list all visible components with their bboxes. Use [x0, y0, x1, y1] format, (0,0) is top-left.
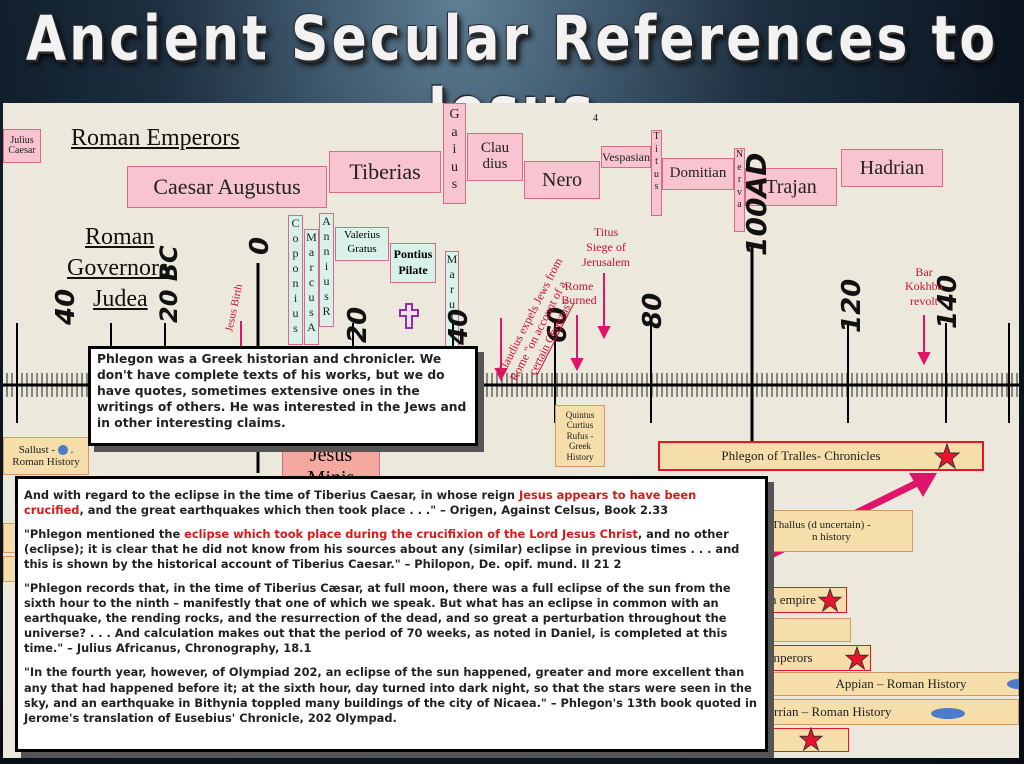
governor-valerius-line1: Valerius — [343, 229, 381, 241]
emperor-julius-line1: Julius — [10, 134, 34, 146]
emperor-augustus: Caesar Augustus — [127, 166, 327, 208]
thallus-line1: Thallus (d uncertain) - — [772, 519, 871, 531]
year-40: 40 — [444, 308, 474, 345]
phlegon-label: Phlegon of Tralles- Chronicles — [721, 448, 881, 463]
governor-pilate: Pontius Pilate — [390, 243, 436, 283]
event-titus-siege: Titus Siege of Jerusalem — [571, 225, 641, 270]
source-phlegon: Phlegon of Tralles- Chronicles — [658, 441, 984, 471]
quintus-line3: Rufus - — [566, 430, 594, 441]
emperor-claudius-line1: Clau — [480, 140, 510, 157]
governors-heading-2: Governors — [67, 255, 169, 281]
titus-siege-line3: Jerusalem — [582, 255, 630, 269]
star-icon — [844, 645, 870, 675]
sallust-line2: Roman History — [12, 456, 80, 468]
governor-valerius-line2: Gratus — [347, 243, 377, 256]
year-0: 0 — [245, 236, 275, 255]
quote-philopon: "Phlegon mentioned the eclipse which too… — [24, 527, 740, 572]
quintus-line1: Quintus — [565, 410, 595, 421]
year-20bc: 20 BC — [155, 245, 183, 323]
cross-icon — [398, 302, 420, 335]
emperor-vespasian: Vespasian — [601, 146, 651, 168]
governor-pilate-line2: Pilate — [398, 263, 428, 278]
year-40bc: 40 — [51, 288, 81, 325]
governor-coponius: C o p o n i u s — [288, 215, 303, 345]
titus-siege-line2: Siege of — [586, 240, 626, 254]
timeline-panel: Roman Emperors Roman Governors Judea Jul… — [3, 103, 1019, 758]
rome-burned-line1: Rome — [564, 279, 594, 293]
sallust-line1: Sallust - . — [18, 444, 74, 456]
source-quintus: Quintus Curtius Rufus - Greek History — [555, 405, 605, 467]
emperor-julius-line2: Caesar — [8, 145, 36, 156]
governor-annius: A n n i u s R — [319, 213, 334, 327]
star-icon — [933, 442, 961, 474]
bar-kokhba-line3: revolt — [910, 293, 938, 308]
titus-siege-line1: Titus — [593, 225, 619, 239]
year-20: 20 — [343, 306, 373, 343]
star-icon — [817, 587, 843, 617]
emperors-heading: Roman Emperors — [71, 125, 240, 151]
emperor-titus: T i t u s — [651, 130, 662, 216]
emperor-domitian: Domitian — [662, 158, 734, 190]
emperor-hadrian: Hadrian — [841, 149, 943, 187]
governor-valerius: Valerius Gratus — [335, 227, 389, 261]
rome-burned-line2: Burned — [561, 293, 597, 308]
jesus-ministry-line1: Jesus — [309, 444, 353, 466]
emperor-claudius-line2: dius — [482, 156, 508, 172]
year-80: 80 — [638, 292, 668, 329]
governor-pilate-line1: Pontius — [393, 247, 433, 261]
emperor-tiberias: Tiberias — [329, 151, 441, 193]
quintus-line5: History — [566, 451, 594, 462]
governor-marcus: M a r c u s A — [304, 229, 319, 345]
arrian-dot-icon — [931, 708, 965, 719]
source-blank — [763, 618, 851, 642]
sallust-dot-icon — [57, 445, 68, 456]
emperor-julius-caesar: Julius Caesar — [3, 129, 41, 163]
governors-heading-3: Judea — [93, 286, 148, 312]
phlegon-callout: Phlegon was a Greek historian and chroni… — [88, 346, 478, 446]
bar-kokhba-line2: Kokhba — [905, 279, 943, 294]
emperor-four-label: 4 — [593, 113, 598, 124]
source-thallus: Thallus (d uncertain) - n history — [763, 510, 913, 552]
source-sallust: Sallust - . Roman History — [3, 437, 89, 475]
year-100ad: 100AD — [740, 152, 773, 256]
bar-kokhba-line1: Bar — [915, 265, 933, 279]
governors-heading-1: Roman — [85, 224, 155, 250]
year-120: 120 — [837, 278, 867, 333]
source-appian: Appian – Roman History — [763, 672, 1019, 696]
quote-origen: And with regard to the eclipse in the ti… — [24, 488, 697, 518]
appian-dot-icon — [1007, 679, 1019, 689]
event-rome-burned: Rome Burned — [549, 279, 609, 308]
quotes-callout: And with regard to the eclipse in the ti… — [15, 476, 768, 752]
thallus-line2: n history — [812, 531, 851, 543]
star-icon — [798, 726, 824, 756]
quote-africanus: "Phlegon records that, in the time of Ti… — [24, 581, 731, 656]
source-arrian: rrian – Roman History — [763, 699, 1019, 725]
event-bar-kokhba: Bar Kokhba revolt — [898, 265, 950, 308]
quote-jerome: "In the fourth year, however, of Olympia… — [24, 665, 758, 725]
emperor-trajan: Trajan — [745, 168, 837, 206]
emperor-nero: Nero — [524, 161, 600, 199]
quintus-line4: Greek — [569, 441, 591, 452]
emperor-claudius: Clau dius — [467, 133, 523, 181]
emperor-gaius: G a i u s — [443, 103, 466, 204]
emperor-nerva: N e r v a — [734, 148, 745, 232]
quintus-line2: Curtius — [566, 420, 594, 431]
